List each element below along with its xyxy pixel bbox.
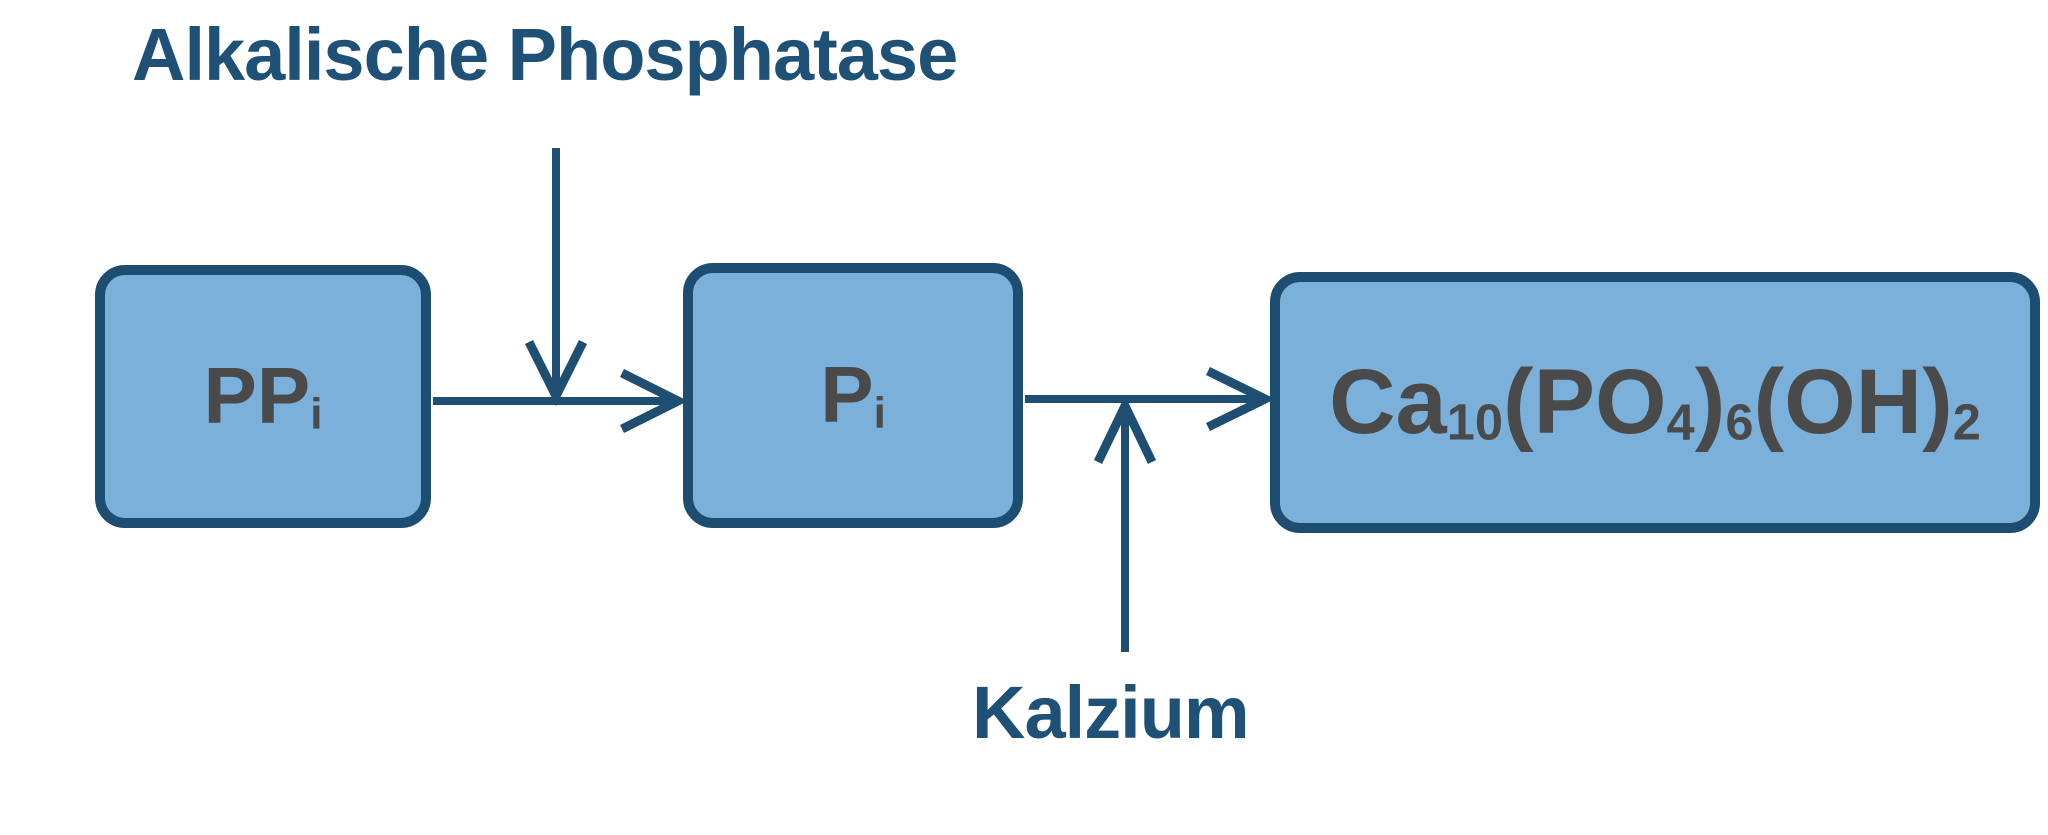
node-ppi-label: PPi — [203, 351, 323, 441]
ppi-to-pi-arrow — [433, 368, 689, 434]
pi-to-hydroxyapatite-arrow — [1025, 366, 1276, 432]
node-ppi: PPi — [95, 265, 431, 528]
calcium-label: Kalzium — [972, 671, 1250, 754]
calcium-arrow — [1093, 395, 1157, 652]
node-pi-label: Pi — [820, 350, 886, 440]
enzyme-label: Alkalische Phosphatase — [132, 13, 958, 96]
enzyme-arrow-head — [524, 339, 588, 407]
enzyme-arrow — [524, 148, 588, 407]
node-hydroxyapatite-label: Ca10(PO4)6(OH)2 — [1329, 351, 1981, 454]
ppi-to-pi-arrow-head — [619, 368, 689, 434]
node-pi: Pi — [683, 263, 1023, 528]
pi-to-hydroxyapatite-arrow-head — [1206, 366, 1276, 432]
node-hydroxyapatite: Ca10(PO4)6(OH)2 — [1270, 272, 2040, 533]
calcium-arrow-head — [1093, 395, 1157, 464]
